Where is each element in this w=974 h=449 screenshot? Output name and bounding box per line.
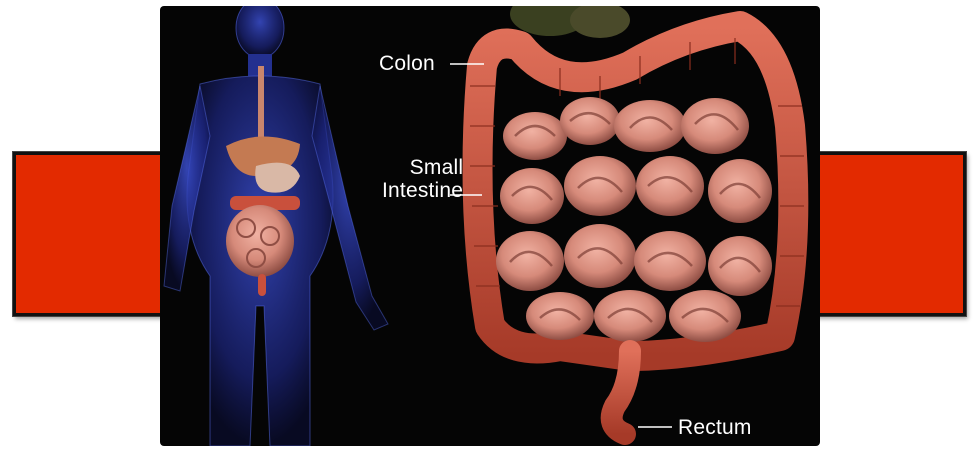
- left-red-banner: [13, 152, 184, 316]
- digestive-system-image: Colon Small Intestine Rectum: [160, 6, 820, 446]
- small-intestine-label-line1: Small: [382, 156, 463, 179]
- colon-label: Colon: [379, 52, 435, 75]
- intestine-closeup: [470, 6, 804, 434]
- small-intestine-label-line2: Intestine: [382, 179, 463, 202]
- human-body-figure: [164, 6, 388, 446]
- anatomy-illustration: [160, 6, 820, 446]
- small-intestine-label: Small Intestine: [382, 156, 463, 202]
- rectum-label: Rectum: [678, 416, 752, 439]
- right-red-banner: [800, 152, 966, 316]
- small-intestine-loops: [496, 97, 772, 342]
